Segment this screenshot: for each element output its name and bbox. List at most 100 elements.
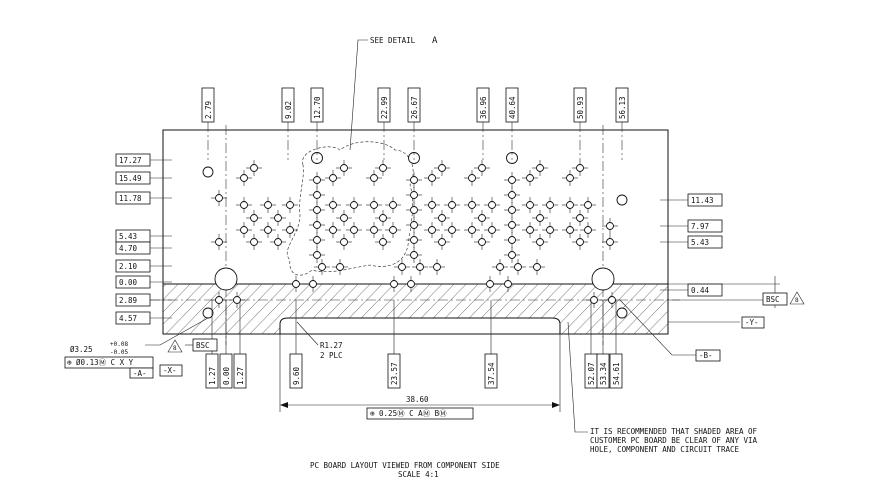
datum-y-box: [741, 316, 765, 329]
pin-hole: [428, 201, 436, 209]
pin-hole: [536, 238, 544, 246]
pin-hole: [566, 174, 574, 182]
top-dim-box: [476, 87, 490, 123]
left-dim-value: 4.70: [119, 244, 138, 253]
pin-hole: [536, 164, 544, 172]
pin-hole: [438, 238, 446, 246]
pin-hole: [508, 251, 516, 259]
pin-hole: [608, 296, 616, 304]
datum-y-label: -Y-: [745, 318, 759, 327]
datum-b-leader: [619, 299, 696, 356]
bottom-dim-value: 54.61: [612, 362, 621, 385]
bottom-dim-box: [484, 353, 498, 389]
pin-hole: [590, 296, 598, 304]
note-triangle-right-number: 8: [795, 297, 799, 304]
pin-hole: [329, 201, 337, 209]
pin-hole: [329, 174, 337, 182]
note-leader: [567, 321, 588, 433]
top-dim-value: 40.64: [508, 96, 517, 119]
pin-hole: [250, 164, 258, 172]
top-dim-box: [505, 87, 519, 123]
top-dim-box: [377, 87, 391, 123]
pin-hole: [233, 296, 241, 304]
diameter-label: Ø3.25: [70, 345, 93, 354]
pin-hole: [576, 214, 584, 222]
bottom-dim-box: [609, 353, 623, 389]
pin-hole: [370, 174, 378, 182]
pin-hole: [370, 226, 378, 234]
board-slot-cutout: [279, 317, 561, 334]
right-dim-value: 11.43: [691, 196, 714, 205]
pin-hole: [606, 238, 614, 246]
mounting-hole-left: [214, 267, 238, 291]
pin-hole: [438, 164, 446, 172]
top-dim-value: 2.79: [204, 101, 213, 119]
pin-hole: [309, 280, 317, 288]
pin-hole: [576, 238, 584, 246]
pin-hole: [264, 201, 272, 209]
top-dim-box: [201, 87, 215, 123]
pin-hole: [584, 201, 592, 209]
top-dim-box: [281, 87, 295, 123]
pin-hole: [407, 280, 415, 288]
pin-hole: [313, 176, 321, 184]
pin-hole: [546, 226, 554, 234]
pin-hole: [468, 201, 476, 209]
pin-hole: [410, 251, 418, 259]
pin-hole: [576, 164, 584, 172]
pin-hole: [526, 226, 534, 234]
width-fcf-box: [366, 407, 474, 420]
pin-hole: [508, 221, 516, 229]
pin-hole: [389, 226, 397, 234]
right-dim-box: [687, 219, 723, 233]
pin-hole: [486, 280, 494, 288]
pin-hole: [606, 222, 614, 230]
diameter-fcf-box: [64, 356, 154, 369]
pin-hole: [504, 280, 512, 288]
pin-hole: [508, 206, 516, 214]
pin-hole: [379, 214, 387, 222]
pin-hole: [438, 214, 446, 222]
pin-hole: [410, 176, 418, 184]
note-triangle-left: [167, 339, 183, 353]
pin-hole: [390, 280, 398, 288]
right-dimensions: 11.437.975.430.44: [660, 193, 723, 297]
left-dim-value: 15.49: [119, 174, 142, 183]
pin-hole: [240, 174, 248, 182]
bottom-dim-value: 53.34: [599, 362, 608, 385]
top-dim-box: [573, 87, 587, 123]
width-arrow-right: [552, 402, 560, 408]
pin-hole: [286, 226, 294, 234]
top-dim-box: [407, 87, 421, 123]
top-dim-value: 12.70: [313, 96, 322, 119]
top-dim-value: 22.99: [380, 96, 389, 119]
pin-hole: [410, 221, 418, 229]
pin-hole: [313, 221, 321, 229]
pin-hole: [389, 201, 397, 209]
bottom-dim-box: [233, 353, 247, 389]
top-dim-value: 56.13: [618, 96, 627, 119]
overall-width-value: 38.60: [406, 395, 429, 404]
left-dim-value: 5.43: [119, 232, 137, 241]
right-dim-box: [687, 235, 723, 249]
diameter-tol-minus: -0.05: [110, 349, 128, 356]
right-dim-value: 7.97: [691, 222, 709, 231]
pin-hole: [250, 238, 258, 246]
pin-hole: [410, 191, 418, 199]
left-dim-value: 2.10: [119, 262, 138, 271]
pin-hole: [546, 201, 554, 209]
bottom-dim-box: [596, 353, 610, 389]
top-dim-box: [615, 87, 629, 123]
top-dim-value: 50.93: [576, 96, 585, 119]
note-triangle-left-number: 8: [173, 345, 177, 352]
pin-hole: [336, 263, 344, 271]
left-dim-value: 4.57: [119, 314, 137, 323]
datum-a-box: [129, 367, 154, 379]
pin-hole: [340, 164, 348, 172]
pin-hole: [318, 263, 326, 271]
pin-hole: [215, 194, 223, 202]
